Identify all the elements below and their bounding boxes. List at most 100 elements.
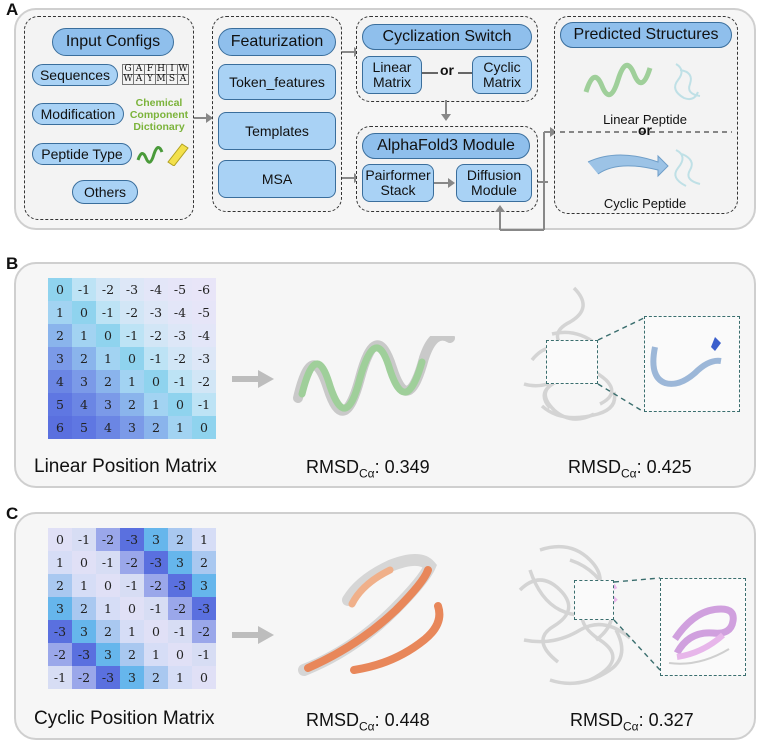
matrix-cell: 0 — [120, 347, 144, 370]
matrix-cell: -2 — [72, 666, 96, 689]
rmsd-value: : 0.349 — [374, 457, 430, 477]
matrix-cell: -2 — [120, 301, 144, 324]
rmsd-prefix: RMSD — [570, 710, 623, 730]
matrix-cell: -4 — [192, 324, 216, 347]
cyclization-or: or — [440, 62, 454, 78]
cyclic-zoom-detail — [668, 605, 737, 665]
cyclic-matrix-caption: Cyclic Position Matrix — [34, 708, 215, 729]
rmsd-prefix: RMSD — [306, 457, 359, 477]
matrix-cell: -3 — [192, 597, 216, 620]
sequence-cell: A — [133, 74, 145, 85]
matrix-cell: 1 — [72, 324, 96, 347]
sequences-pill: Sequences — [32, 64, 118, 86]
cyclic-zoom-box — [660, 578, 746, 676]
matrix-cell: -6 — [192, 278, 216, 301]
cyclic-peptide-label: Cyclic Peptide — [603, 196, 687, 211]
arrow-b — [232, 370, 274, 388]
matrix-cell: 0 — [192, 666, 216, 689]
matrix-cell: 0 — [144, 370, 168, 393]
matrix-row: 0-1-2-3-4-5-6 — [48, 278, 216, 301]
matrix-cell: 0 — [192, 416, 216, 439]
matrix-cell: 0 — [48, 528, 72, 551]
peptide-type-pill: Peptide Type — [32, 143, 132, 165]
matrix-cell: 4 — [48, 370, 72, 393]
sequence-cell: M — [155, 74, 167, 85]
matrix-cell: -3 — [120, 528, 144, 551]
matrix-cell: 2 — [96, 370, 120, 393]
zoom-lines-c — [613, 577, 661, 671]
sequence-cell: W — [177, 64, 189, 75]
matrix-cell: 1 — [144, 643, 168, 666]
matrix-cell: 2 — [48, 574, 72, 597]
matrix-cell: 2 — [72, 347, 96, 370]
matrix-cell: 0 — [72, 301, 96, 324]
matrix-cell: 1 — [96, 597, 120, 620]
matrix-cell: -1 — [96, 301, 120, 324]
matrix-cell: 0 — [72, 551, 96, 574]
matrix-cell: -1 — [168, 370, 192, 393]
linear-matrix-box: Linear Matrix — [362, 56, 422, 94]
matrix-cell: 5 — [72, 416, 96, 439]
cyclic-zoom-box-small — [574, 580, 614, 620]
matrix-cell: 2 — [192, 551, 216, 574]
matrix-cell: 1 — [72, 574, 96, 597]
alphafold-title: AlphaFold3 Module — [362, 133, 530, 159]
linear-zoom-box-small — [546, 340, 598, 384]
matrix-cell: -2 — [48, 643, 72, 666]
matrix-cell: -4 — [168, 301, 192, 324]
matrix-cell: 2 — [120, 643, 144, 666]
matrix-cell: 1 — [144, 393, 168, 416]
rmsd-prefix: RMSD — [568, 457, 621, 477]
matrix-cell: 1 — [48, 551, 72, 574]
matrix-cell: -4 — [144, 278, 168, 301]
matrix-cell: 0 — [48, 278, 72, 301]
matrix-cell: 3 — [168, 551, 192, 574]
matrix-cell: 2 — [96, 620, 120, 643]
matrix-cell: -1 — [168, 620, 192, 643]
chem-line-2: Component — [129, 108, 189, 121]
matrix-cell: 6 — [48, 416, 72, 439]
matrix-cell: -2 — [120, 551, 144, 574]
chem-line-1: Chemical — [135, 97, 183, 109]
matrix-cell: 3 — [96, 643, 120, 666]
rmsd-value: : 0.448 — [374, 710, 430, 730]
matrix-cell: 3 — [72, 370, 96, 393]
matrix-cell: 1 — [120, 370, 144, 393]
cyclic-sheet-overlay — [298, 554, 444, 676]
matrix-cell: 2 — [168, 528, 192, 551]
matrix-cell: -3 — [192, 347, 216, 370]
matrix-cell: -2 — [144, 574, 168, 597]
sequence-cell: A — [177, 74, 189, 85]
matrix-cell: -3 — [72, 643, 96, 666]
matrix-cell: -3 — [120, 278, 144, 301]
matrix-cell: 0 — [120, 597, 144, 620]
peptide-type-icons — [136, 143, 189, 166]
arrow-input-to-featurization — [194, 113, 213, 123]
diffusion-box: Diffusion Module — [456, 164, 532, 202]
sequence-cell: S — [166, 74, 178, 85]
matrix-cell: 2 — [72, 597, 96, 620]
matrix-cell: -2 — [168, 347, 192, 370]
matrix-cell: -5 — [168, 278, 192, 301]
rmsd-sub: Cα — [359, 719, 375, 734]
matrix-cell: -1 — [120, 324, 144, 347]
rmsd-c-left: RMSDCα: 0.448 — [306, 710, 430, 734]
matrix-cell: -3 — [96, 666, 120, 689]
input-configs-title: Input Configs — [52, 28, 174, 56]
rmsd-sub: Cα — [359, 466, 375, 481]
matrix-cell: 1 — [48, 301, 72, 324]
matrix-cell: 5 — [48, 393, 72, 416]
linear-zoom-detail — [650, 337, 722, 387]
linear-zoom-box — [644, 316, 740, 412]
linear-helix-overlay — [293, 336, 455, 416]
rmsd-prefix: RMSD — [306, 710, 359, 730]
matrix-cell: 0 — [96, 324, 120, 347]
predicted-or: or — [638, 122, 652, 138]
cyclization-title: Cyclization Switch — [362, 24, 532, 50]
